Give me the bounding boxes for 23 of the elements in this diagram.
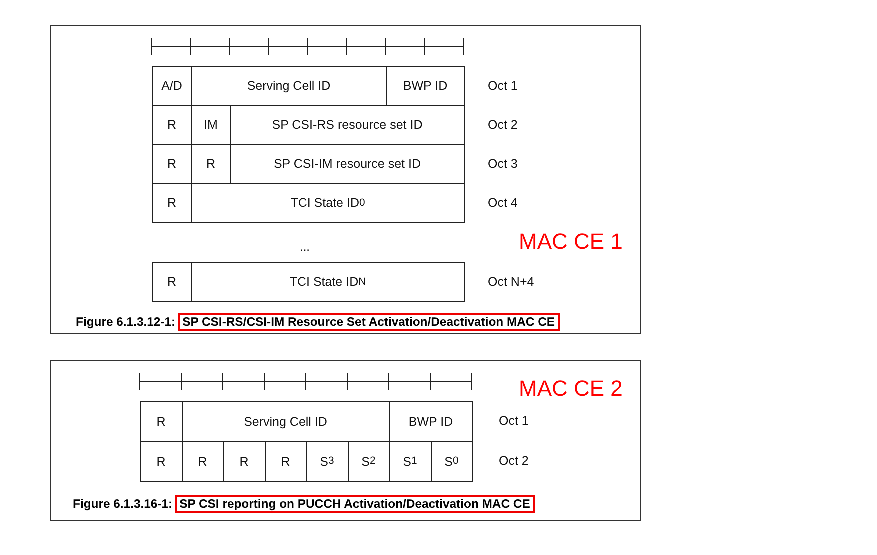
bit-field: R [140,441,182,482]
octet-label: Oct 1 [488,78,518,92]
bit-field: A/D [152,66,192,106]
highlight-box: SP CSI reporting on PUCCH Activation/Deactivation MAC CE [174,495,536,513]
bit-field: R [152,262,192,302]
octet-label: Oct 2 [499,454,529,468]
octet-label: Oct 3 [488,156,518,170]
octet-label: Oct N+4 [488,274,534,288]
figure-number: Figure 6.1.3.12-1: [76,315,176,329]
panel-title: MAC CE 2 [519,376,623,402]
highlight-box: SP CSI-RS/CSI-IM Resource Set Activation/Deactivation MAC CE [178,313,560,331]
figure-panel [50,25,641,334]
bit-field: R [140,401,182,442]
octet-label: Oct 2 [488,118,518,132]
octet-label: Oct 4 [488,196,518,210]
bit-field: BWP ID [386,66,465,106]
panel-title: MAC CE 1 [519,229,623,255]
figure-number: Figure 6.1.3.16-1: [73,497,173,511]
bit-field: R [152,183,192,223]
octet-label: Oct 1 [499,414,529,428]
figure-panel [50,360,641,521]
ellipsis: ... [300,240,310,254]
bit-field: BWP ID [389,401,473,442]
